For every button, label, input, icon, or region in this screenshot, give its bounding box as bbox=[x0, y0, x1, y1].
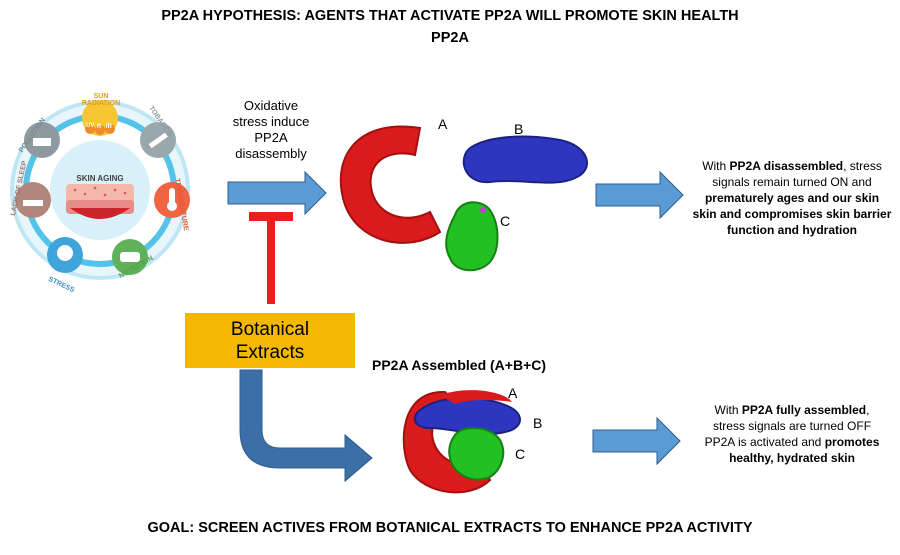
temperature-icon bbox=[154, 182, 190, 218]
subunit-a-protein bbox=[339, 125, 442, 244]
sleep-icon bbox=[15, 182, 51, 218]
r-label: R bbox=[97, 124, 102, 130]
skin-section-icon bbox=[66, 184, 134, 219]
subunit-c-protein bbox=[445, 201, 499, 272]
inhibition-symbol bbox=[249, 212, 293, 304]
botanical-extracts-box: Botanical Extracts bbox=[185, 313, 355, 368]
assembled-arrow bbox=[592, 416, 681, 466]
assembled-title: PP2A Assembled (A+B+C) bbox=[372, 357, 547, 373]
factor-sun-label: SUN RADIATION bbox=[81, 93, 121, 107]
page-title: PP2A HYPOTHESIS: AGENTS THAT ACTIVATE PP… bbox=[161, 8, 739, 24]
assembled-b-label: B bbox=[533, 415, 543, 431]
botanical-curved-arrow bbox=[239, 369, 373, 483]
oxidative-stress-text: Oxidative stress induce PP2A disassembly bbox=[232, 98, 310, 161]
stress-icon bbox=[47, 237, 83, 273]
goal-footer: GOAL: SCREEN ACTIVES FROM BOTANICAL EXTR… bbox=[147, 520, 753, 536]
disassembled-description: With PP2A disassembled, stress signals r… bbox=[692, 159, 892, 237]
disassembled-arrow bbox=[595, 170, 684, 220]
assembled-description: With PP2A fully assembled, stress signal… bbox=[704, 403, 880, 465]
page-subtitle: PP2A bbox=[431, 30, 469, 46]
subunit-a-label: A bbox=[438, 116, 448, 132]
assembled-c-label: C bbox=[515, 446, 526, 462]
ir-label: IR bbox=[106, 124, 112, 130]
assembled-a-label: A bbox=[508, 385, 518, 401]
oxidative-arrow bbox=[227, 170, 327, 216]
subunit-c-label: C bbox=[500, 213, 511, 229]
pollution-icon bbox=[24, 122, 60, 158]
tobacco-icon bbox=[140, 122, 176, 158]
assembled-complex bbox=[402, 390, 521, 494]
sun-radiation-icon bbox=[82, 100, 118, 136]
subunit-b-protein bbox=[462, 135, 588, 184]
nutrition-icon bbox=[112, 239, 148, 275]
skin-aging-label: SKIN AGING bbox=[76, 174, 124, 183]
skin-aging-wheel bbox=[10, 100, 190, 280]
uv-label: UV bbox=[86, 123, 95, 129]
subunit-b-label: B bbox=[514, 121, 524, 137]
